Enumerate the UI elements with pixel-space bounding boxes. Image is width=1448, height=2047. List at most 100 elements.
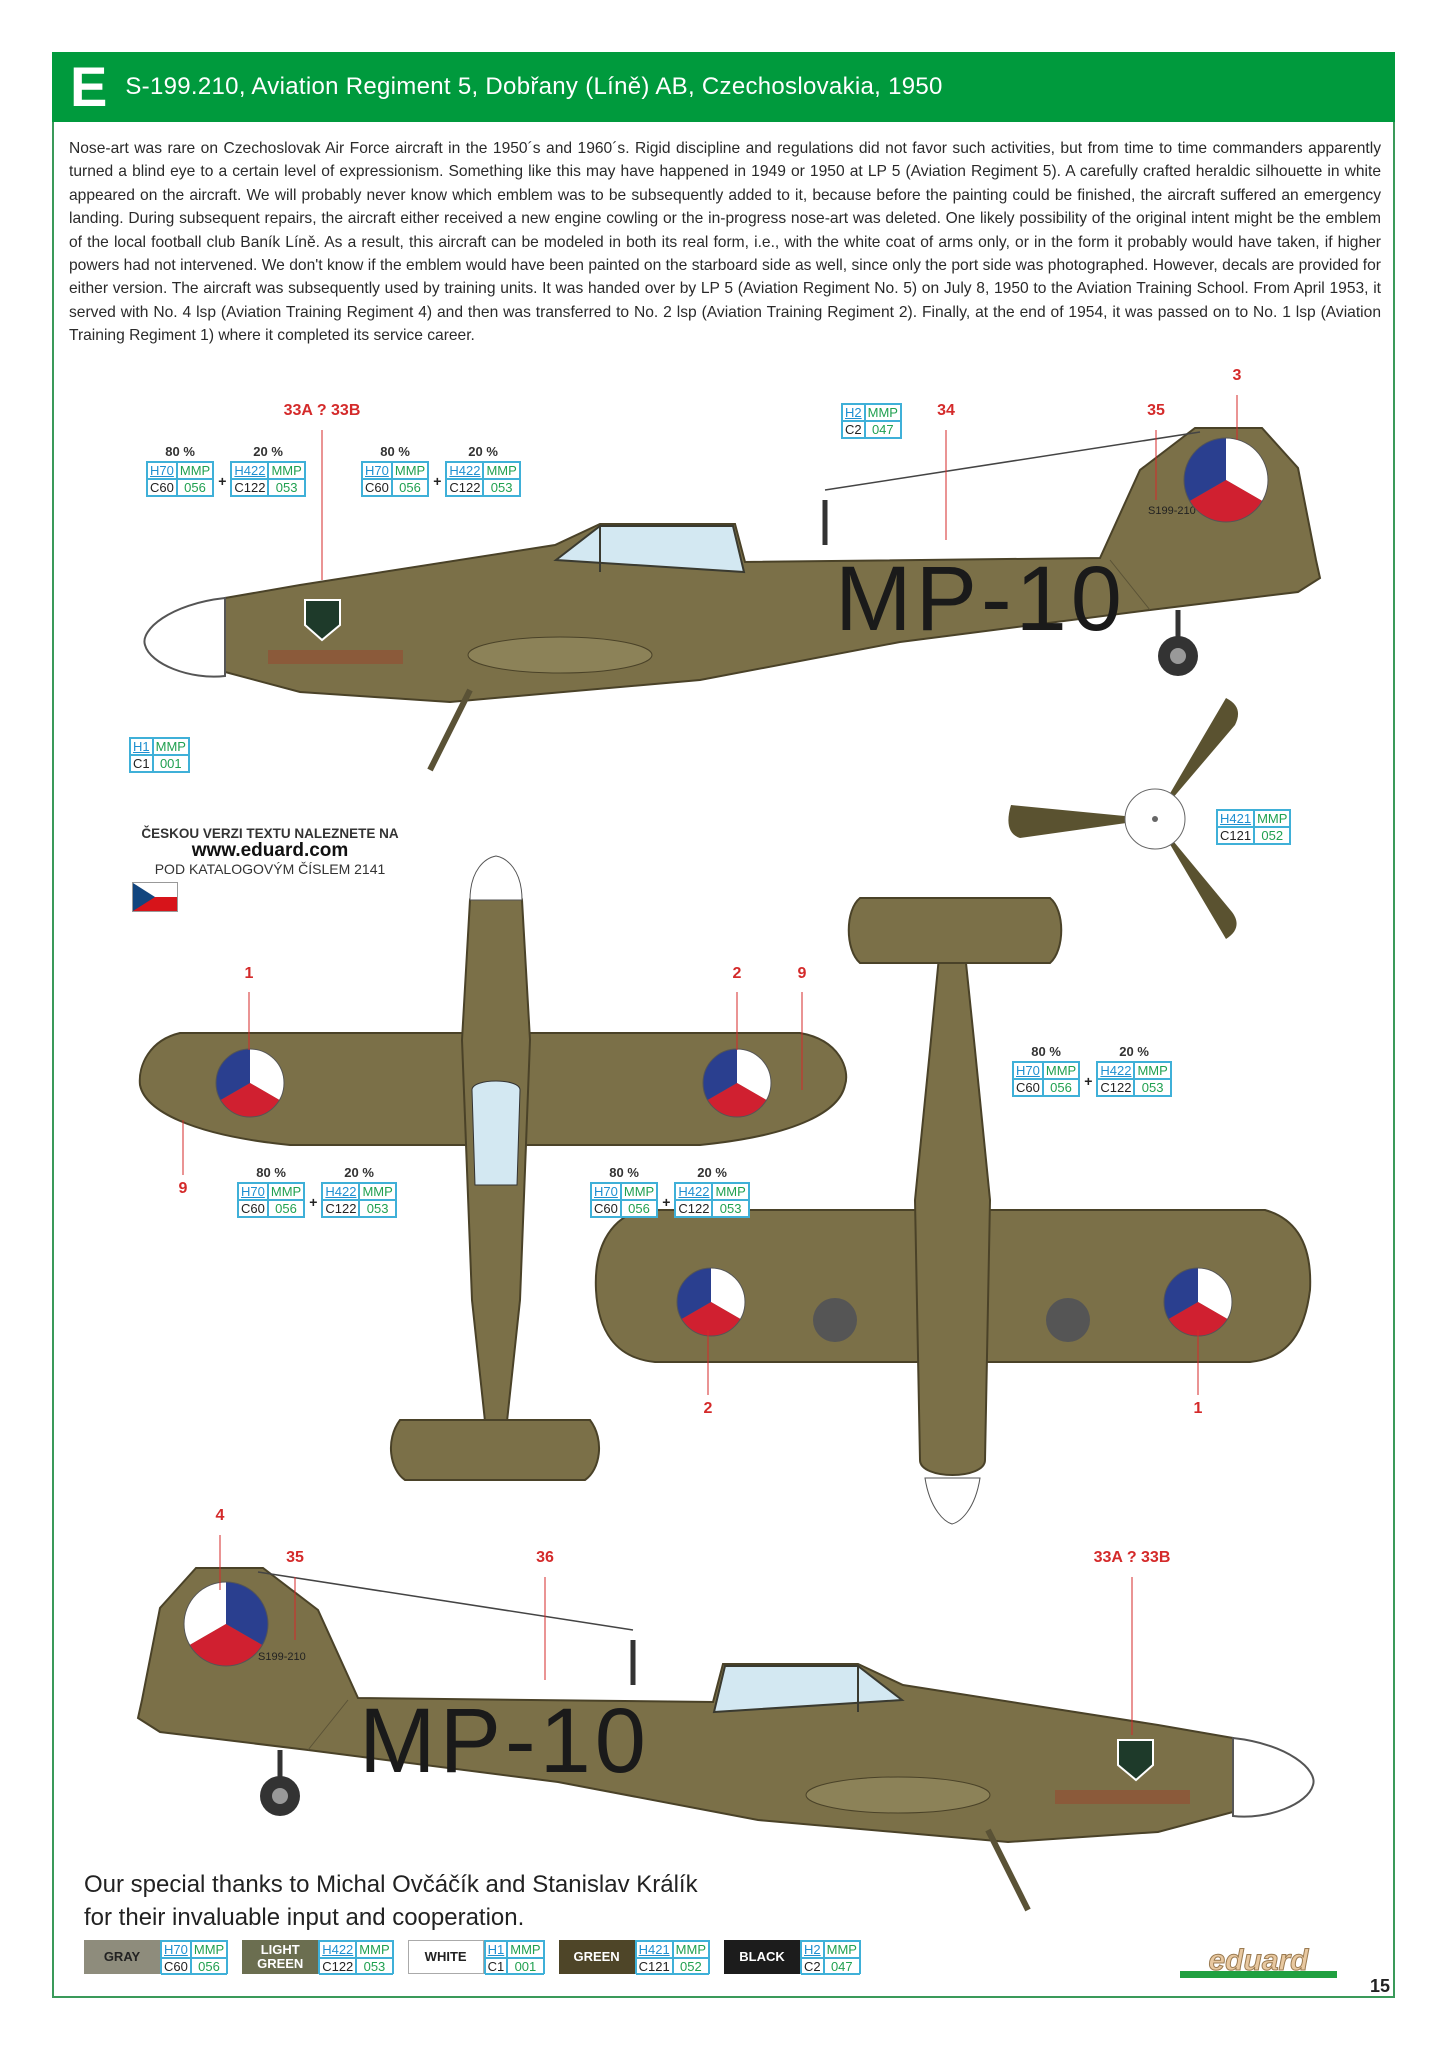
plus-sign: + bbox=[218, 473, 227, 489]
roundel-white bbox=[737, 1049, 771, 1100]
history-text: Nose-art was rare on Czechoslovak Air Fo… bbox=[69, 140, 1381, 345]
roundel-white bbox=[1226, 438, 1268, 501]
percent-label: 80 % bbox=[609, 1165, 639, 1180]
swatch-black: BLACK bbox=[724, 1940, 801, 1974]
percent-label: 80 % bbox=[165, 444, 195, 459]
h-code: H422 bbox=[231, 462, 269, 479]
mmp-code: 053 bbox=[356, 1958, 393, 1975]
callout-2: 2 bbox=[732, 965, 742, 982]
c-code: C60 bbox=[591, 1200, 621, 1217]
mmp-label: MMP bbox=[190, 1941, 228, 1958]
c-code: C122 bbox=[319, 1958, 357, 1975]
fuselage-code-starboard: MP-10 bbox=[359, 1690, 650, 1792]
bottom-view bbox=[594, 897, 1312, 1525]
h-code: H1 bbox=[484, 1941, 508, 1958]
roundel-outline bbox=[215, 1048, 285, 1118]
mmp-label: MMP bbox=[359, 1183, 396, 1200]
website-link[interactable]: www.eduard.com bbox=[191, 840, 349, 861]
roundel-white bbox=[184, 1582, 226, 1645]
mmp-code: 056 bbox=[176, 479, 214, 496]
swatch-green: GREEN bbox=[558, 1940, 635, 1974]
serial-number: S199-210 bbox=[1148, 505, 1196, 517]
czech-version-note: ČESKOU VERZI TEXTU NALEZNETE NA www.edua… bbox=[130, 826, 410, 877]
h-code: H421 bbox=[635, 1941, 673, 1958]
top-view bbox=[138, 855, 848, 1481]
h-code: H70 bbox=[591, 1183, 621, 1200]
mmp-label: MMP bbox=[1254, 810, 1291, 827]
mmp-code: 047 bbox=[823, 1958, 860, 1975]
c-code: C60 bbox=[362, 479, 392, 496]
roundel-blue bbox=[216, 1049, 250, 1100]
h-code: H70 bbox=[238, 1183, 268, 1200]
page-number: 15 bbox=[1370, 1976, 1391, 1996]
callout-33: 33A ? 33B bbox=[283, 402, 361, 419]
callout-1: 1 bbox=[1193, 1400, 1203, 1417]
callout-35: 35 bbox=[1147, 402, 1165, 419]
roundel-wing-right bbox=[702, 1048, 772, 1118]
roundel-white bbox=[711, 1268, 745, 1319]
eduard-logo: eduard bbox=[1180, 1944, 1337, 1978]
profile-title: S-199.210, Aviation Regiment 5, Dobřany … bbox=[125, 73, 943, 100]
c-code: C2 bbox=[842, 421, 865, 438]
leader-lines bbox=[182, 395, 1238, 1735]
spinner-top bbox=[469, 855, 523, 901]
czech-note-line3: POD KATALOGOVÝM ČÍSLEM 2141 bbox=[154, 861, 386, 877]
roundel-blue bbox=[677, 1268, 711, 1319]
h-code: H70 bbox=[362, 462, 392, 479]
roundel-outline bbox=[676, 1267, 746, 1337]
mmp-label: MMP bbox=[864, 404, 901, 421]
mmp-code: 053 bbox=[359, 1200, 396, 1217]
c-code: C60 bbox=[147, 479, 177, 496]
h-code: H2 bbox=[801, 1941, 824, 1958]
side-view-starboard bbox=[138, 1568, 1314, 1910]
mmp-code: 047 bbox=[864, 421, 901, 438]
roundel-red bbox=[681, 1302, 741, 1336]
swatch-gray: GRAY bbox=[84, 1940, 160, 1974]
c-code: C60 bbox=[161, 1958, 191, 1975]
roundel-fin-starboard bbox=[183, 1581, 269, 1667]
roundel-outline bbox=[1183, 437, 1269, 523]
h-code: H2 bbox=[842, 404, 865, 421]
stabilizer-bottom bbox=[847, 897, 1063, 964]
mmp-code: 056 bbox=[190, 1958, 228, 1975]
mmp-label: MMP bbox=[267, 1183, 305, 1200]
mmp-label: MMP bbox=[712, 1183, 749, 1200]
c-code: C121 bbox=[1217, 827, 1255, 844]
roundel-white bbox=[1198, 1268, 1232, 1319]
plus-sign: + bbox=[433, 473, 442, 489]
mmp-label: MMP bbox=[823, 1941, 860, 1958]
roundel-blue bbox=[1164, 1268, 1198, 1319]
spinner-bottom bbox=[924, 1477, 981, 1525]
callout-4: 4 bbox=[215, 1507, 225, 1524]
percent-label: 20 % bbox=[344, 1165, 374, 1180]
c-code: C122 bbox=[1097, 1079, 1135, 1096]
mmp-code: 056 bbox=[620, 1200, 658, 1217]
h-code: H422 bbox=[319, 1941, 357, 1958]
logo-bar bbox=[1180, 1971, 1337, 1978]
mmp-code: 052 bbox=[672, 1958, 710, 1975]
roundel-underwing-right bbox=[1163, 1267, 1233, 1337]
